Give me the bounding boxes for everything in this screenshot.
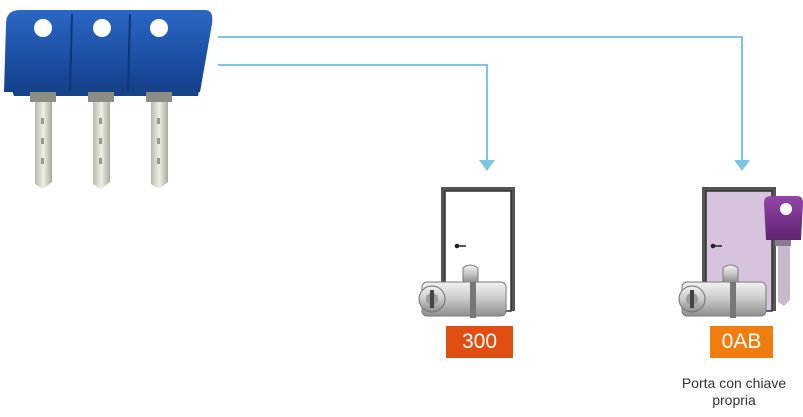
connector-lines [218,36,743,160]
door-caption: Porta con chiave propria [681,375,787,408]
connector-to-door-300 [218,64,488,160]
code-badge-0ab: 0AB [710,326,773,358]
own-key-icon [764,196,803,306]
code-badge-300: 300 [446,326,513,358]
arrowhead-door-300 [479,160,495,171]
connector-arrowheads [479,160,750,171]
euro-cylinder-icon-0ab [678,264,767,318]
master-key-icon [4,10,213,189]
door-300-icon [441,187,515,312]
arrowhead-door-0ab [734,160,750,171]
euro-cylinder-icon-300 [418,264,507,318]
connector-to-door-0ab [218,36,743,160]
